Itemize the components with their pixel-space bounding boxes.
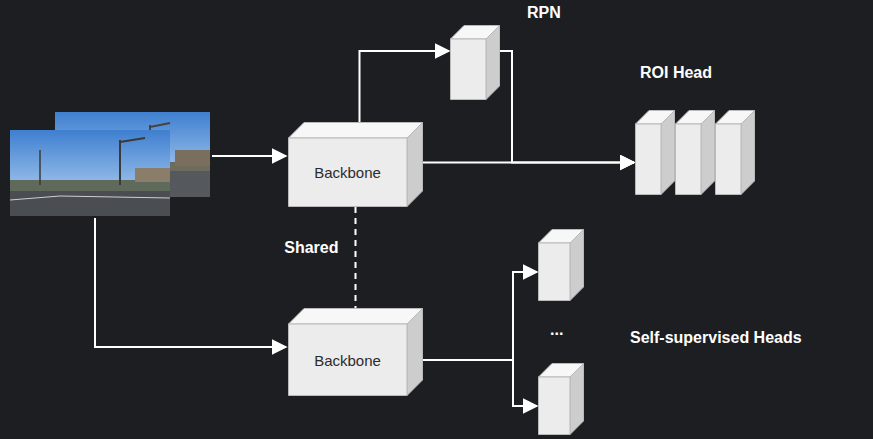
cube-top	[289, 309, 423, 325]
cube-front	[539, 377, 571, 435]
cube-top	[289, 123, 423, 139]
cube-side	[570, 230, 584, 301]
cube-front	[716, 124, 742, 195]
cube-shape	[538, 363, 584, 435]
block-heading: ROI Head	[640, 64, 712, 82]
cube-shape	[675, 110, 715, 195]
self-supervised-heads: ... Self-supervised Heads	[530, 225, 873, 439]
block-heading: RPN	[527, 4, 561, 22]
block-heading: ...	[550, 321, 563, 339]
edge-label: Shared	[281, 238, 341, 258]
cube-front	[676, 124, 702, 195]
cube-front	[289, 324, 408, 396]
cube-side	[407, 123, 423, 207]
cube-front	[636, 124, 662, 195]
flow-arrow	[486, 51, 634, 163]
flow-arrow	[423, 272, 537, 360]
cube-front	[451, 39, 487, 100]
rpn-block: RPN	[445, 0, 580, 105]
roi-head-block: ROI Head	[620, 60, 770, 200]
cube-front	[539, 243, 571, 301]
cube-shape	[635, 110, 675, 195]
cube-shape	[715, 110, 755, 195]
backbone-cube: Backbone	[288, 122, 423, 207]
backbone-cube: Backbone	[288, 308, 423, 396]
cube-side	[570, 364, 584, 435]
cube-shape	[538, 229, 584, 301]
cube-side	[486, 26, 500, 100]
shared-weights-line	[355, 207, 357, 308]
image-arrow	[212, 155, 286, 157]
flow-arrow	[423, 162, 634, 164]
block-heading: Self-supervised Heads	[630, 329, 802, 347]
cube-side	[701, 111, 715, 195]
photo-front	[10, 130, 170, 216]
cube-front	[289, 138, 408, 207]
image-arrow	[95, 218, 286, 347]
cube-side	[407, 309, 423, 396]
flow-arrow	[513, 360, 537, 406]
cube-shape	[450, 25, 500, 100]
box-label: Backbone	[314, 352, 381, 369]
flow-arrow	[360, 51, 450, 122]
cube-side	[741, 111, 755, 195]
box-label: Backbone	[314, 164, 381, 181]
cube-side	[661, 111, 675, 195]
